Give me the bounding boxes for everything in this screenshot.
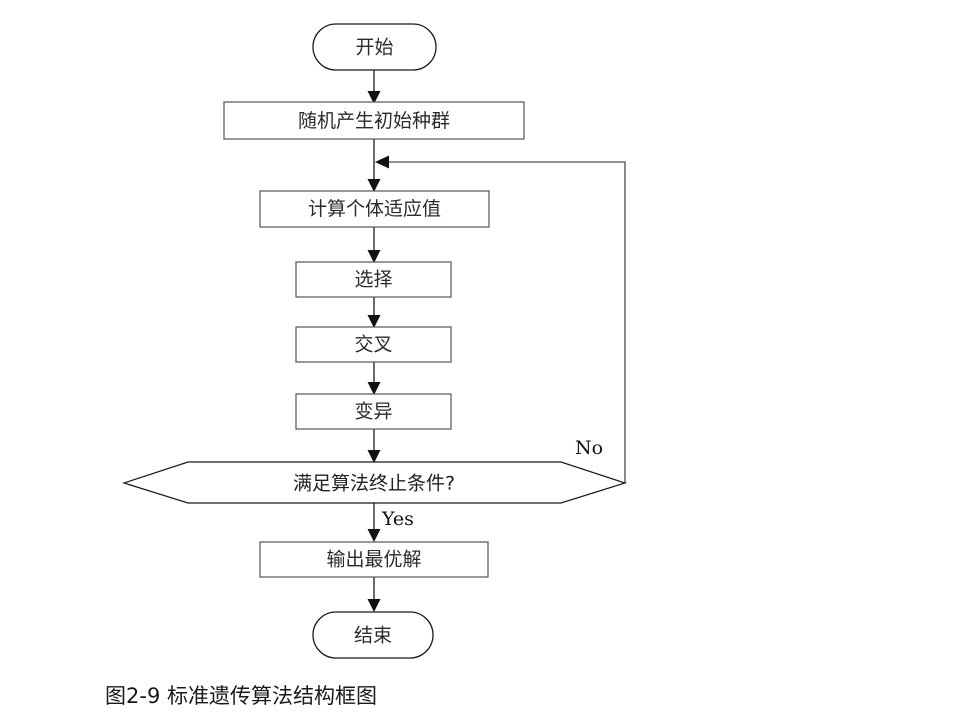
- arrow-head-icon: [367, 91, 381, 104]
- arrow-head-icon: [367, 315, 381, 328]
- arrow-head-icon: [367, 529, 381, 542]
- edge-output-to-end: [367, 576, 381, 612]
- figure-caption: 图2-9 标准遗传算法结构框图: [105, 684, 377, 708]
- edge-crossover-to-mutation: [367, 361, 381, 395]
- fitness-label: 计算个体适应值: [308, 198, 441, 220]
- mutation-label: 变异: [354, 401, 392, 423]
- edge-fitness-to-selection: [367, 226, 381, 263]
- arrow-head-icon: [375, 155, 389, 169]
- end-terminal-shape: [312, 611, 434, 659]
- connector-layer: [367, 70, 626, 612]
- condition-decision-shape: [122, 461, 627, 504]
- node-start[interactable]: 开始: [312, 23, 437, 71]
- output-process-shape: [259, 541, 489, 578]
- init-process-shape: [223, 101, 525, 140]
- edge-label-layer: Yes No: [381, 437, 603, 530]
- arrow-head-icon: [367, 382, 381, 395]
- edge-label-yes: Yes: [381, 508, 414, 530]
- fitness-process-shape: [259, 190, 490, 228]
- node-fitness-evaluation[interactable]: 计算个体适应值: [259, 190, 490, 228]
- start-label: 开始: [355, 37, 393, 59]
- edge-init-to-fitness: [367, 139, 381, 192]
- selection-process-shape: [295, 261, 452, 298]
- edge-start-to-init: [367, 70, 381, 104]
- arrow-head-icon: [367, 450, 381, 463]
- edge-selection-to-crossover: [367, 296, 381, 328]
- condition-label: 满足算法终止条件?: [293, 473, 455, 495]
- mutation-process-shape: [295, 393, 452, 430]
- selection-label: 选择: [354, 269, 392, 291]
- edge-label-no: No: [575, 437, 603, 459]
- node-end[interactable]: 结束: [312, 611, 434, 659]
- node-termination-condition[interactable]: 满足算法终止条件?: [122, 461, 627, 504]
- edge-condition-to-fitness-no: [375, 155, 626, 483]
- arrow-head-icon: [367, 599, 381, 612]
- node-output-best-solution[interactable]: 输出最优解: [259, 541, 489, 578]
- node-layer: 开始 随机产生初始种群 计算个体适应值 选择 交叉: [122, 23, 627, 659]
- node-selection[interactable]: 选择: [295, 261, 452, 298]
- crossover-process-shape: [295, 326, 452, 363]
- node-init-population[interactable]: 随机产生初始种群: [223, 101, 525, 140]
- arrow-head-icon: [367, 250, 381, 263]
- node-mutation[interactable]: 变异: [295, 393, 452, 430]
- edge-mutation-to-condition: [367, 428, 381, 463]
- start-terminal-shape: [312, 23, 437, 71]
- node-crossover[interactable]: 交叉: [295, 326, 452, 363]
- crossover-label: 交叉: [354, 334, 392, 356]
- output-label: 输出最优解: [326, 549, 421, 571]
- end-label: 结束: [354, 625, 392, 647]
- edge-condition-to-output-yes: [367, 503, 381, 542]
- arrow-head-icon: [367, 179, 381, 192]
- init-label: 随机产生初始种群: [298, 110, 450, 132]
